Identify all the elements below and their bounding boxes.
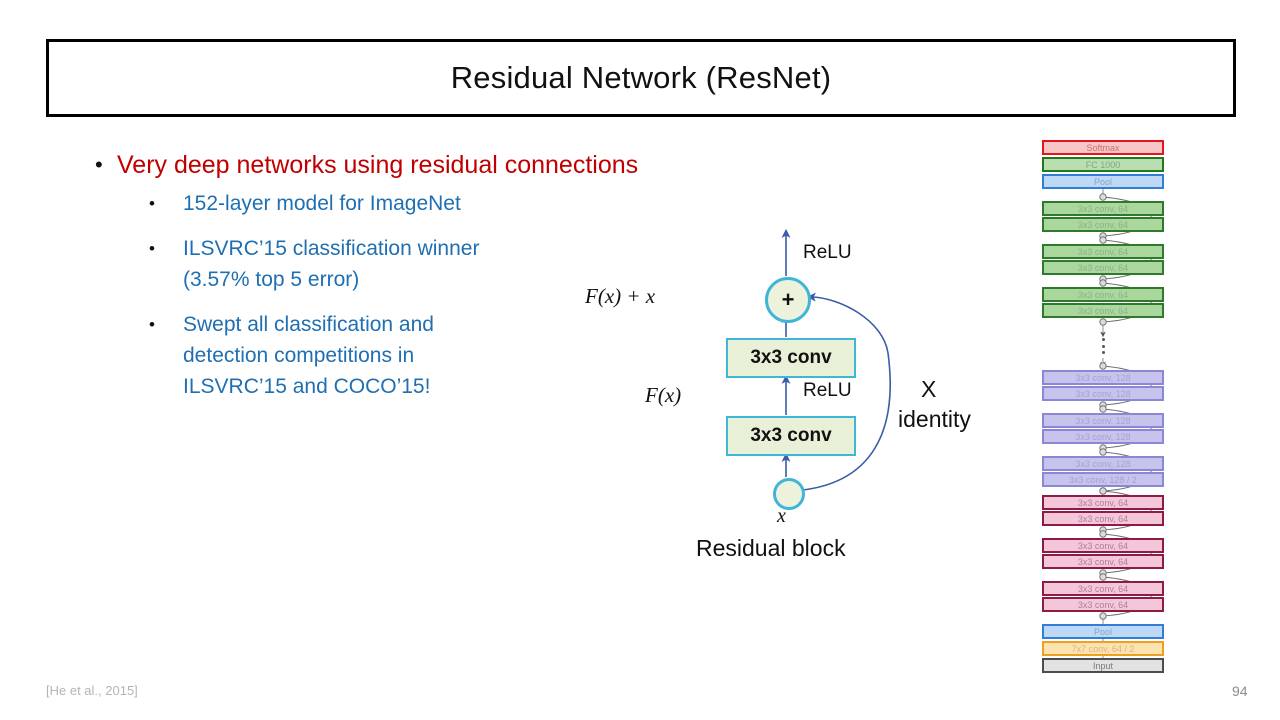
main-bullet: • Very deep networks using residual conn… [95, 148, 715, 182]
sub-bullet-2-text: ILSVRC’15 classification winner (3.57% t… [183, 233, 479, 295]
page-title: Residual Network (ResNet) [450, 60, 832, 95]
network-layer-label: 3x3 conv, 64 [1077, 305, 1129, 316]
network-layer-row: 3x3 conv, 64 [1042, 217, 1164, 232]
skip-label-x: X [921, 376, 937, 402]
sub-bullet-1-line-1: 152-layer model for ImageNet [183, 192, 461, 215]
network-layer-label: Pool [1093, 176, 1112, 187]
network-layer-row: 3x3 conv, 128 / 2 [1042, 472, 1164, 487]
network-layer-label: 3x3 conv, 128 [1075, 431, 1131, 442]
sub-bullet-2-line-1: ILSVRC’15 classification winner [183, 237, 480, 260]
footer-citation: [He et al., 2015] [46, 683, 138, 698]
input-node [773, 478, 805, 510]
sub-bullet-list: • 152-layer model for ImageNet • ILSVRC’… [149, 188, 715, 402]
network-layer-label: 3x3 conv, 64 [1077, 599, 1129, 610]
function-expression-label: F(x) [645, 383, 682, 407]
network-layer-label: 3x3 conv, 128 [1075, 458, 1131, 469]
network-layer-row: 3x3 conv, 128 [1042, 386, 1164, 401]
skip-junction-node [1099, 236, 1107, 244]
add-node: + [765, 277, 811, 323]
network-layer-label: Pool [1093, 626, 1112, 637]
network-layer-label: 3x3 conv, 64 [1077, 497, 1129, 508]
network-layer-row: 3x3 conv, 128 [1042, 413, 1164, 428]
network-layer-label: 3x3 conv, 64 [1077, 556, 1129, 567]
network-layer-label: 3x3 conv, 64 [1077, 219, 1129, 230]
network-layer-label: 3x3 conv, 128 / 2 [1069, 474, 1137, 485]
network-layer-label: Input [1092, 660, 1114, 671]
bullet-glyph-icon: • [149, 194, 155, 213]
input-variable-label: x [777, 505, 786, 527]
skip-junction-node [1099, 362, 1107, 370]
output-expression-label: F(x) + x [585, 284, 656, 308]
network-layer-row: 3x3 conv, 128 [1042, 370, 1164, 385]
network-layer-label: Softmax [1086, 142, 1120, 153]
network-layer-label: 3x3 conv, 128 [1075, 372, 1131, 383]
ellipsis-icon [1099, 338, 1107, 354]
conv-box-top: 3x3 conv [726, 338, 856, 378]
network-layer-label: 3x3 conv, 64 [1077, 540, 1129, 551]
skip-junction-node [1099, 530, 1107, 538]
network-layer-row: 7x7 conv, 64 / 2 [1042, 641, 1164, 656]
network-layer-row: Softmax [1042, 140, 1164, 155]
network-layer-row: 3x3 conv, 64 [1042, 554, 1164, 569]
network-layer-label: 3x3 conv, 128 [1075, 388, 1131, 399]
sub-bullet-2-line-2: (3.57% top 5 error) [183, 268, 360, 291]
sub-bullet-2: • ILSVRC’15 classification winner (3.57%… [149, 233, 715, 295]
sub-bullet-1-text: 152-layer model for ImageNet [183, 188, 461, 219]
residual-block-diagram: 3x3 conv 3x3 conv + ReLU ReLU F(x) + x F… [585, 228, 1020, 578]
title-box: Residual Network (ResNet) [46, 39, 1236, 117]
skip-junction-node [1099, 487, 1107, 495]
network-layer-row: 3x3 conv, 64 [1042, 287, 1164, 302]
network-layer-row: FC 1000 [1042, 157, 1164, 172]
skip-junction-node [1099, 193, 1107, 201]
network-layer-label: 3x3 conv, 64 [1077, 262, 1129, 273]
network-layer-label: 3x3 conv, 128 [1075, 415, 1131, 426]
network-layer-row: 3x3 conv, 128 [1042, 429, 1164, 444]
network-layer-row: 3x3 conv, 64 [1042, 597, 1164, 612]
network-layer-row: 3x3 conv, 64 [1042, 303, 1164, 318]
sub-bullet-3-line-3: ILSVRC’15 and COCO’15! [183, 375, 431, 398]
network-layer-row: 3x3 conv, 64 [1042, 538, 1164, 553]
conv-box-bottom: 3x3 conv [726, 416, 856, 456]
network-layer-label: FC 1000 [1085, 159, 1121, 170]
network-layer-row: 3x3 conv, 128 [1042, 456, 1164, 471]
residual-block-caption: Residual block [696, 535, 846, 561]
relu-label-top: ReLU [803, 242, 852, 263]
bullet-list: • Very deep networks using residual conn… [95, 148, 715, 416]
sub-bullet-3: • Swept all classification and detection… [149, 309, 715, 402]
bullet-glyph-icon: • [95, 152, 103, 177]
network-layer-label: 3x3 conv, 64 [1077, 203, 1129, 214]
skip-junction-node [1099, 612, 1107, 620]
network-layer-row: Pool [1042, 174, 1164, 189]
bullet-glyph-icon: • [149, 239, 155, 258]
network-layer-row: 3x3 conv, 64 [1042, 260, 1164, 275]
relu-label-mid: ReLU [803, 380, 852, 401]
network-layer-label: 3x3 conv, 64 [1077, 583, 1129, 594]
sub-bullet-3-line-2: detection competitions in [183, 344, 415, 367]
network-layer-label: 3x3 conv, 64 [1077, 513, 1129, 524]
bullet-glyph-icon: • [149, 315, 155, 334]
network-layer-row: 3x3 conv, 64 [1042, 244, 1164, 259]
sub-bullet-1: • 152-layer model for ImageNet [149, 188, 715, 219]
residual-block-arrows [781, 228, 891, 492]
network-layer-row: Input [1042, 658, 1164, 673]
skip-junction-node [1099, 405, 1107, 413]
network-layer-label: 3x3 conv, 64 [1077, 246, 1129, 257]
page-number: 94 [1232, 683, 1248, 699]
network-layer-row: Pool [1042, 624, 1164, 639]
network-layer-label: 7x7 conv, 64 / 2 [1071, 643, 1135, 654]
skip-junction-node [1099, 448, 1107, 456]
network-layer-row: 3x3 conv, 64 [1042, 511, 1164, 526]
skip-junction-node [1099, 318, 1107, 326]
network-layer-row: 3x3 conv, 64 [1042, 581, 1164, 596]
sub-bullet-3-text: Swept all classification and detection c… [183, 309, 434, 402]
sub-bullet-3-line-1: Swept all classification and [183, 313, 434, 336]
main-bullet-text: Very deep networks using residual connec… [117, 151, 639, 179]
network-layer-label: 3x3 conv, 64 [1077, 289, 1129, 300]
network-layer-row: 3x3 conv, 64 [1042, 495, 1164, 510]
skip-junction-node [1099, 573, 1107, 581]
skip-label-identity: identity [898, 406, 971, 432]
network-layer-row: 3x3 conv, 64 [1042, 201, 1164, 216]
skip-junction-node [1099, 279, 1107, 287]
